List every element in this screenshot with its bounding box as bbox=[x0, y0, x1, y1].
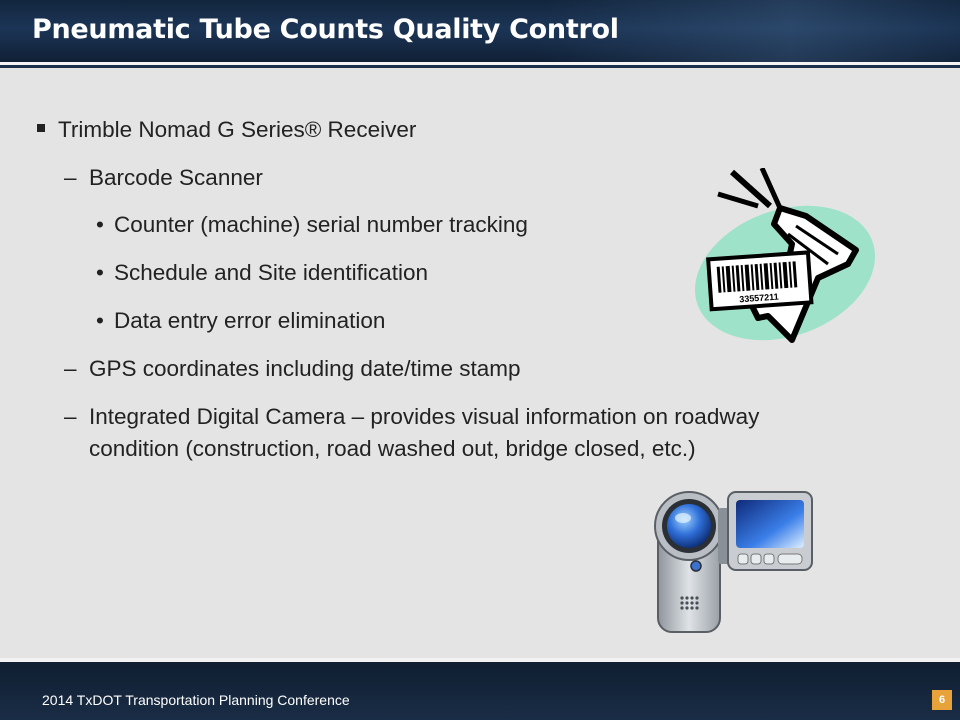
sub-bullet-data-entry: Data entry error elimination bbox=[114, 308, 386, 333]
dot-marker: • bbox=[96, 308, 104, 333]
footer-divider bbox=[0, 658, 960, 662]
title-divider bbox=[0, 62, 960, 65]
title-bar: Pneumatic Tube Counts Quality Control bbox=[0, 0, 960, 62]
dash-marker: – bbox=[64, 404, 77, 429]
footer-conference: 2014 TxDOT Transportation Planning Confe… bbox=[42, 692, 350, 708]
dot-marker: • bbox=[96, 212, 104, 237]
barcode-digits: 33557211 bbox=[739, 292, 779, 305]
dot-marker: • bbox=[96, 260, 104, 285]
bullet-camera-line2: condition (construction, road washed out… bbox=[89, 436, 696, 461]
bullet-camera-line1: Integrated Digital Camera – provides vis… bbox=[89, 404, 760, 429]
title-divider-dark bbox=[0, 65, 960, 68]
square-bullet-icon bbox=[37, 124, 45, 132]
footer-bar: 2014 TxDOT Transportation Planning Confe… bbox=[0, 662, 960, 720]
dash-marker: – bbox=[64, 165, 77, 190]
page-number: 6 bbox=[932, 690, 952, 710]
barcode-scanner-icon: 33557211 bbox=[694, 168, 876, 343]
dash-marker: – bbox=[64, 356, 77, 381]
bullet-gps: GPS coordinates including date/time stam… bbox=[89, 356, 521, 381]
sub-bullet-schedule: Schedule and Site identification bbox=[114, 260, 428, 285]
camcorder-icon bbox=[654, 491, 813, 633]
sub-bullet-serial: Counter (machine) serial number tracking bbox=[114, 212, 528, 237]
slide-title: Pneumatic Tube Counts Quality Control bbox=[32, 14, 619, 45]
bullet-barcode-scanner: Barcode Scanner bbox=[89, 165, 263, 190]
bullet-level1: Trimble Nomad G Series® Receiver bbox=[58, 117, 417, 142]
